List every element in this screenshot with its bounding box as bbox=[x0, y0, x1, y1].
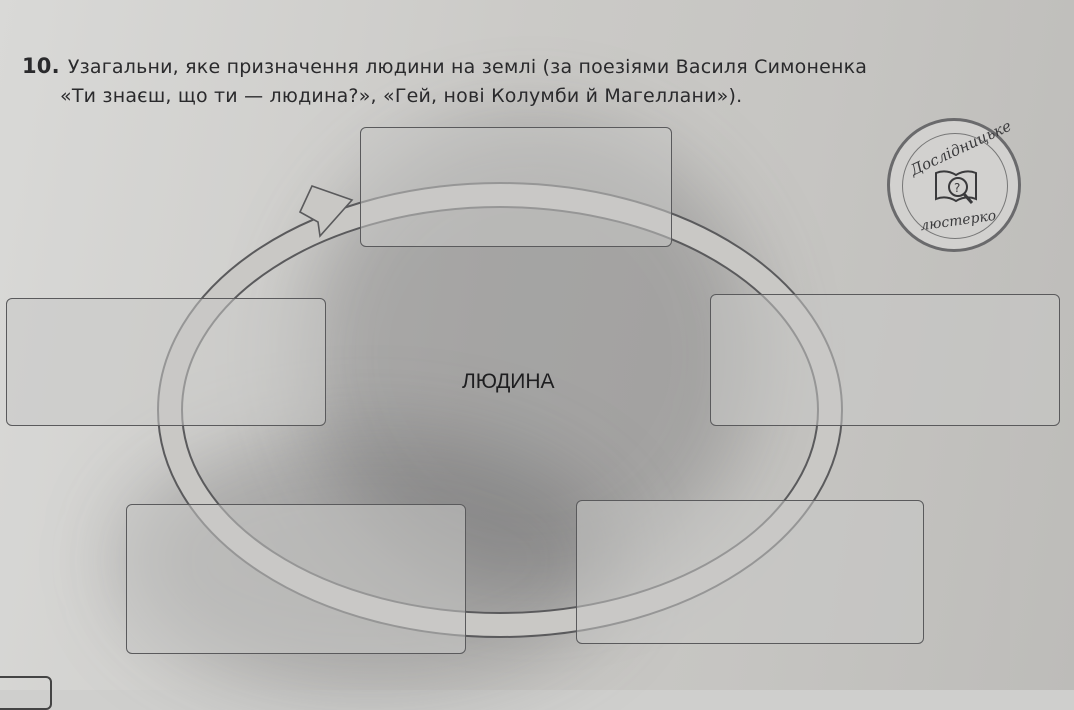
task-line-1: Узагальни, яке призначення людини на зем… bbox=[67, 56, 868, 78]
page-corner-mark bbox=[0, 676, 52, 710]
cycle-arrow-head bbox=[298, 185, 354, 238]
answer-box-bottom-left[interactable] bbox=[126, 504, 466, 654]
magnifier-book-icon: ? bbox=[935, 170, 977, 204]
task-number: 10. bbox=[22, 54, 60, 78]
svg-text:?: ? bbox=[954, 181, 960, 195]
answer-box-left[interactable] bbox=[6, 298, 326, 426]
answer-box-right[interactable] bbox=[710, 294, 1060, 426]
seal-inner-ring bbox=[902, 133, 1008, 239]
task-text: 10. Узагальни, яке призначення людини на … bbox=[22, 52, 1042, 111]
task-line-2: «Ти знаєш, що ти — людина?», «Гей, нові … bbox=[60, 85, 743, 107]
research-mirror-seal: Дослідницьке ? люстерко bbox=[887, 117, 1021, 252]
answer-box-top[interactable] bbox=[360, 127, 672, 247]
answer-box-bottom-right[interactable] bbox=[576, 500, 924, 644]
center-label: ЛЮДИНА bbox=[462, 370, 555, 393]
